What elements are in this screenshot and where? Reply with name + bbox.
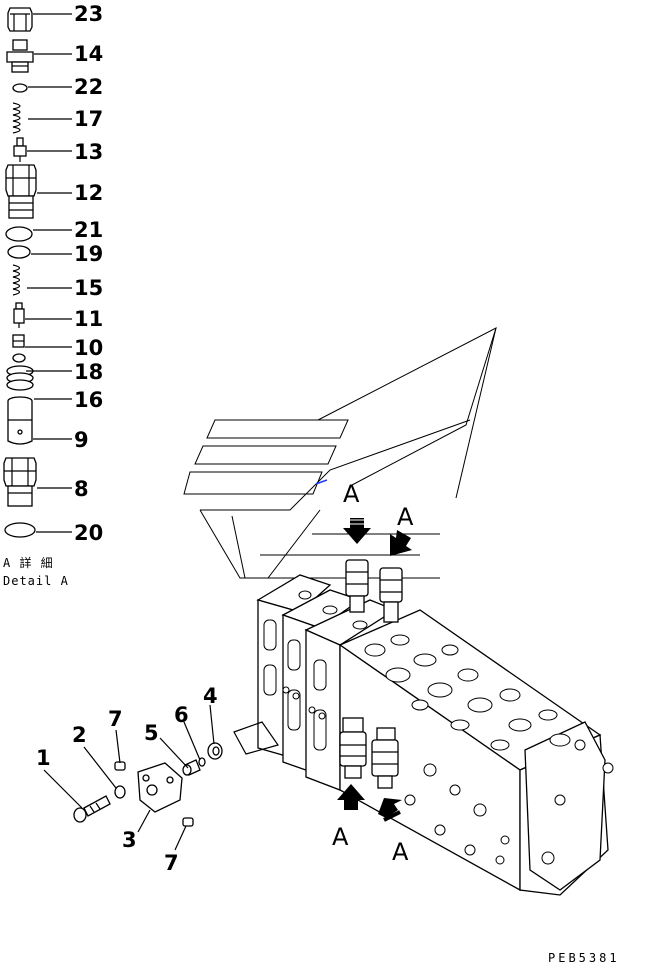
detail-a-stack: 23 14 22 17 13 12 21 19 15 11 10 18 16 9… [3,2,103,545]
washer-2-part [114,785,126,799]
relief-valve-upper-2 [379,567,403,623]
part-label-23: 23 [74,2,103,26]
part-label-21: 21 [74,218,103,242]
part-label-6: 6 [174,703,189,727]
relief-valve-lower-1 [339,717,367,779]
bolt-1-part [73,795,111,823]
bolt-7-lower-part [182,817,194,827]
assembly-leader-lines [43,704,215,851]
o-ring-part [12,353,26,363]
view-arrows: A A A A [332,480,414,866]
spring-part [12,264,21,296]
part-label-19: 19 [74,242,103,266]
blue-mark [315,479,328,485]
o-ring-part [5,226,33,242]
view-arrow-icon [378,798,402,822]
plug-part [3,457,37,507]
part-label-22: 22 [74,75,103,99]
relief-valve-upper-1 [345,559,369,613]
sleeve-part [7,396,33,445]
part-label-15: 15 [74,276,103,300]
part-label-13: 13 [74,140,103,164]
part-label-1: 1 [36,746,51,770]
view-arrow-icon [343,518,371,544]
part-label-20: 20 [74,521,103,545]
part-label-4: 4 [203,684,218,708]
view-arrow-icon [390,530,412,556]
detail-leader-lines [25,13,72,533]
relief-valve-lower-2 [371,727,399,789]
part-label-16: 16 [74,388,103,412]
o-ring-part [12,83,28,93]
part-label-17: 17 [74,107,103,131]
part-label-3: 3 [122,828,137,852]
part-label-10: 10 [74,336,103,360]
spring-part [12,102,21,134]
adjust-screw-part [6,39,34,73]
slab-ports [263,619,327,751]
part-label-14: 14 [74,42,103,66]
part-label-8: 8 [74,477,89,501]
plug-4-part [207,742,223,760]
view-arrow-label: A [392,838,409,866]
view-arrow-icon [337,784,365,810]
drawing-code: PEB5381 [548,951,620,965]
control-valve-block [256,574,614,896]
cap-nut-part [7,7,33,32]
part-label-7-upper: 7 [108,707,123,731]
installed-relief-valves [339,559,403,789]
part-label-2: 2 [72,723,87,747]
piston-part [13,302,25,328]
part-label-5: 5 [144,721,159,745]
view-arrow-label: A [332,823,349,851]
logo-outline [183,327,497,579]
front-face-ports [404,739,614,865]
part-label-12: 12 [74,181,103,205]
part-label-7-lower: 7 [164,851,179,875]
top-face-holes [298,590,571,751]
view-arrow-label: A [397,503,414,531]
poppet-part [13,137,27,162]
seat-part [12,334,25,348]
spring-part [6,365,34,391]
detail-caption-en: Detail A [3,574,69,588]
gasket-outline [233,721,279,755]
cover-3-part [137,762,183,813]
o-ring-part [4,522,36,538]
o-ring-6-part [198,757,206,767]
valve-body-part [5,164,37,219]
part-label-9: 9 [74,428,89,452]
detail-caption-jp: A 詳 細 [3,555,54,570]
view-arrow-label: A [343,480,360,508]
spool-5-part [182,759,201,776]
part-label-18: 18 [74,360,103,384]
part-label-11: 11 [74,307,103,331]
backup-ring-part [7,245,31,259]
bolt-7-upper-part [114,761,126,771]
cover-assembly: 1 2 7 3 7 5 6 4 [36,684,279,875]
